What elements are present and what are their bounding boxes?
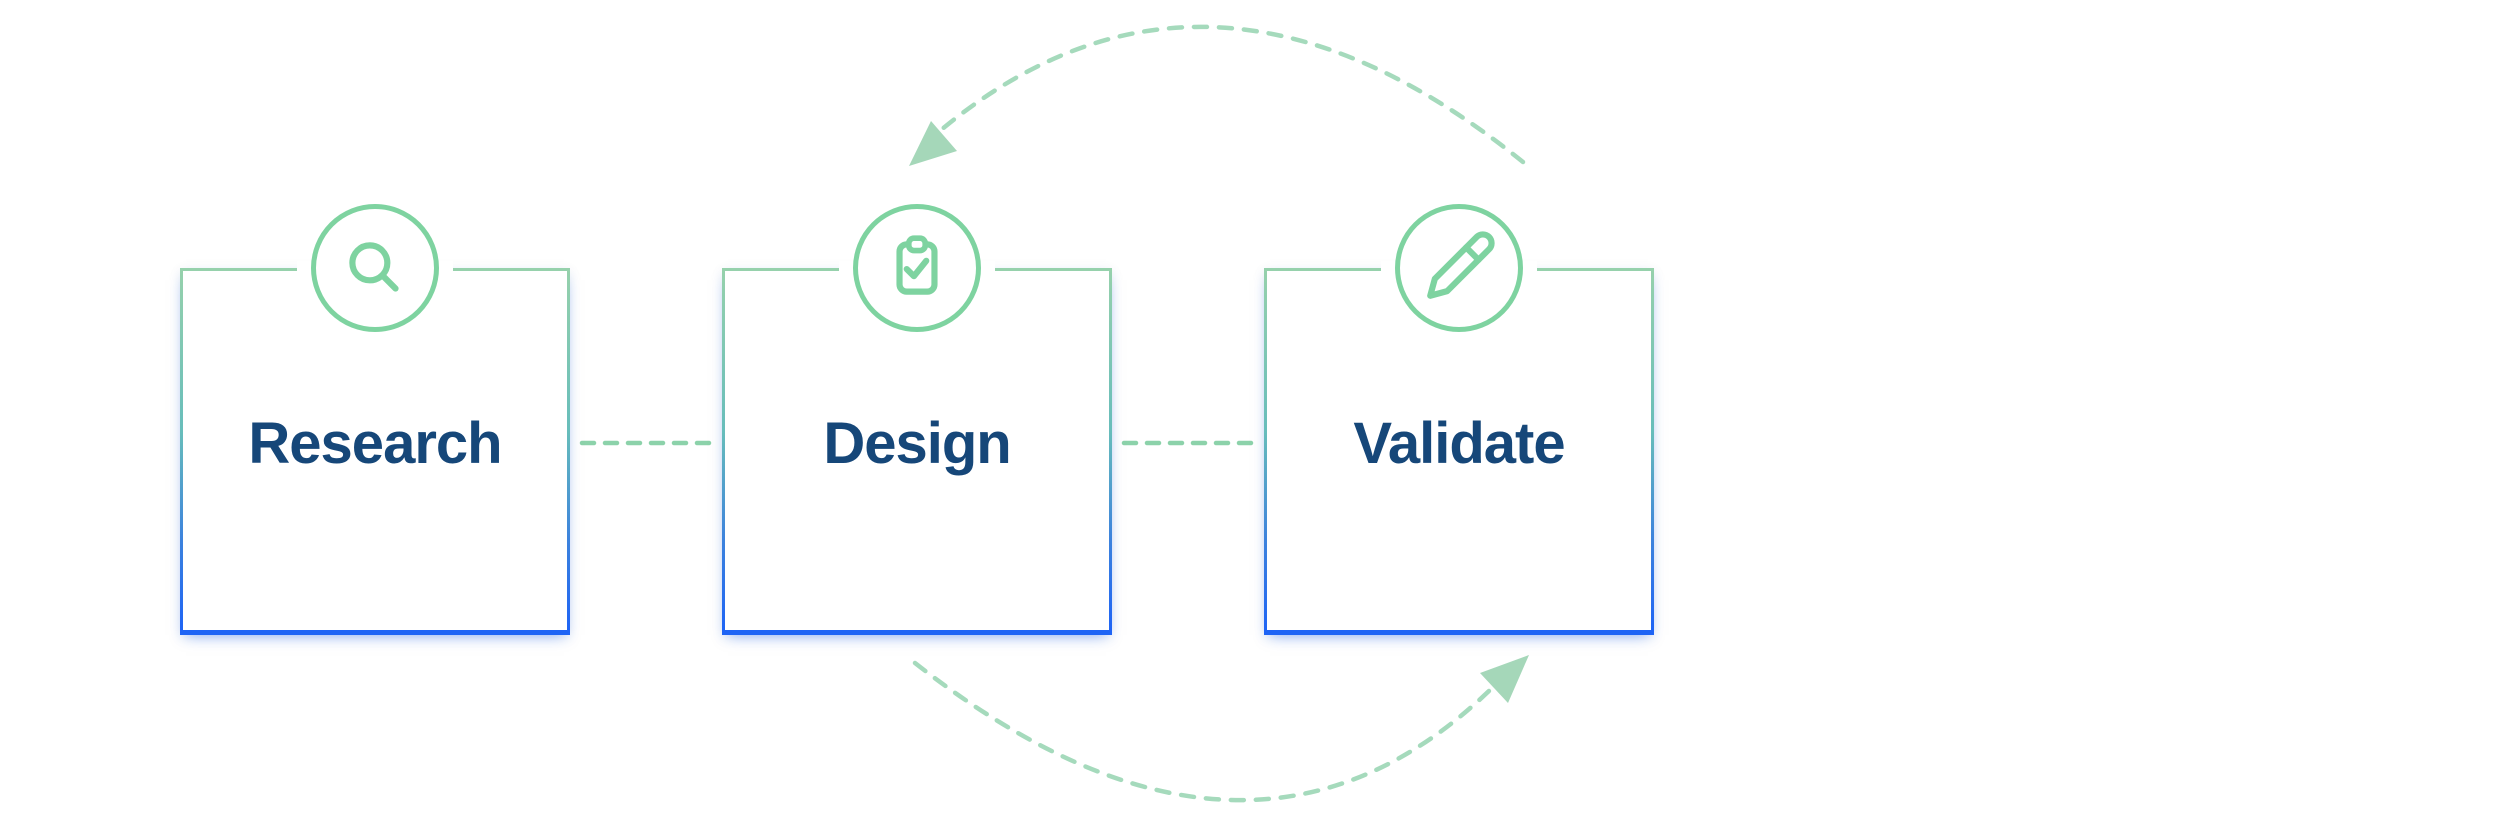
arrowhead-bottom-icon	[1480, 655, 1529, 703]
step-icon-badge	[1395, 204, 1523, 332]
step-box-design: Design	[722, 204, 1112, 635]
pencil-icon	[1427, 231, 1495, 299]
step-label: Research	[248, 411, 502, 476]
loop-arrow-design-to-validate	[912, 660, 1493, 803]
step-icon-badge	[853, 204, 981, 332]
step-icon-badge	[311, 204, 439, 332]
step-box-validate: Validate	[1264, 204, 1654, 635]
step-label: Design	[823, 411, 1011, 476]
loop-arrow-validate-to-design	[932, 24, 1526, 165]
search-icon	[349, 242, 399, 292]
step-label: Validate	[1353, 411, 1565, 476]
step-box-research: Research	[180, 204, 570, 635]
clipboard-check-icon	[896, 235, 938, 295]
arrowhead-top-icon	[909, 121, 957, 166]
